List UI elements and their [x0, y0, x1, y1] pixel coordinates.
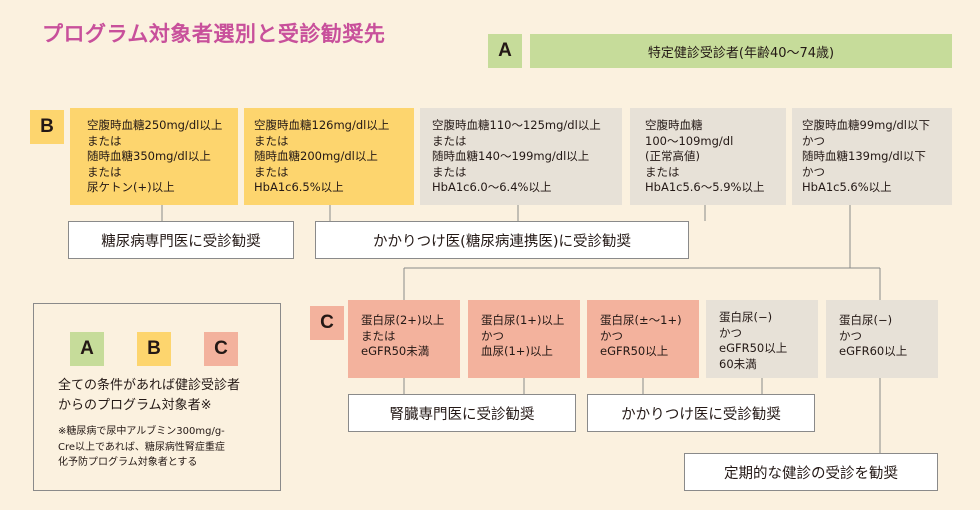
c-outcome-nephrologist: 腎臓専門医に受診勧奨 [348, 394, 576, 432]
c-criteria-2: 蛋白尿(1+)以上 かつ 血尿(1+)以上 [468, 300, 580, 378]
criteria-line: 100〜109mg/dl [645, 133, 734, 148]
criteria-line: 60未満 [719, 356, 757, 371]
criteria-line: 尿ケトン(+)以上 [87, 180, 175, 194]
c-criteria-3: 蛋白尿(±〜1+) かつ eGFR50以上 [587, 300, 699, 378]
criteria-line: かつ [839, 328, 862, 343]
criteria-line: かつ [481, 328, 504, 343]
criteria-line: 空腹時血糖110〜125mg/dl以上 [432, 118, 601, 132]
criteria-line: または [87, 133, 122, 148]
criteria-line: かつ [719, 325, 742, 340]
criteria-line: かつ [600, 328, 623, 343]
criteria-line: または [254, 133, 289, 148]
label-b: B [30, 110, 64, 144]
criteria-line: 空腹時血糖250mg/dl以上 [87, 118, 223, 132]
criteria-line: または [361, 328, 396, 343]
legend-label-a: A [70, 332, 104, 366]
legend-note-line: Cre以上であれば、糖尿病性腎症重症 [58, 441, 225, 453]
criteria-line: 随時血糖350mg/dl以上 [87, 149, 211, 163]
label-c: C [310, 306, 344, 340]
criteria-line: または [87, 164, 122, 179]
criteria-line: 蛋白尿(1+)以上 [481, 313, 565, 327]
legend-note: ※糖尿病で尿中アルブミン300mg/g- Cre以上であれば、糖尿病性腎症重症 … [58, 424, 225, 471]
criteria-line: 蛋白尿(−) [839, 313, 893, 327]
criteria-line: 血尿(1+)以上 [481, 344, 553, 358]
c-criteria-1: 蛋白尿(2+)以上 または eGFR50未満 [348, 300, 460, 378]
label-a: A [488, 34, 522, 68]
criteria-line: または [432, 164, 467, 179]
criteria-line: 蛋白尿(−) [719, 310, 773, 324]
b-outcome-family-doctor: かかりつけ医(糖尿病連携医)に受診勧奨 [315, 221, 689, 259]
criteria-line: 蛋白尿(2+)以上 [361, 313, 445, 327]
legend: A B C 全ての条件があれば健診受診者 からのプログラム対象者※ ※糖尿病で尿… [33, 303, 281, 491]
criteria-line: 随時血糖139mg/dl以下 [802, 149, 926, 163]
legend-note-line: ※糖尿病で尿中アルブミン300mg/g- [58, 426, 225, 437]
legend-label-c: C [204, 332, 238, 366]
criteria-line: 空腹時血糖126mg/dl以上 [254, 118, 390, 132]
criteria-line: かつ [802, 133, 825, 148]
legend-main-text: 全ての条件があれば健診受診者 からのプログラム対象者※ [58, 376, 240, 416]
b-criteria-1: 空腹時血糖250mg/dl以上 または 随時血糖350mg/dl以上 または 尿… [70, 108, 238, 205]
criteria-line: 空腹時血糖 [645, 118, 703, 132]
criteria-line: HbA1c6.5%以上 [254, 180, 344, 194]
criteria-line: eGFR50以上 [600, 344, 669, 358]
criteria-line: (正常高値) [645, 149, 700, 163]
c-criteria-5: 蛋白尿(−) かつ eGFR60以上 [826, 300, 938, 378]
criteria-line: eGFR50未満 [361, 344, 430, 358]
criteria-line: 蛋白尿(±〜1+) [600, 313, 682, 327]
b-criteria-5: 空腹時血糖99mg/dl以下 かつ 随時血糖139mg/dl以下 かつ HbA1… [792, 108, 952, 205]
criteria-line: eGFR60以上 [839, 344, 908, 358]
b-outcome-specialist: 糖尿病専門医に受診勧奨 [68, 221, 294, 259]
criteria-line: eGFR50以上 [719, 341, 788, 355]
criteria-line: 随時血糖200mg/dl以上 [254, 149, 378, 163]
c-criteria-4: 蛋白尿(−) かつ eGFR50以上 60未満 [706, 300, 818, 378]
criteria-line: または [645, 164, 680, 179]
legend-main-line: からのプログラム対象者※ [58, 398, 212, 413]
criteria-line: かつ [802, 164, 825, 179]
criteria-line: または [254, 164, 289, 179]
c-outcome-family-doctor: かかりつけ医に受診勧奨 [587, 394, 815, 432]
c-outcome-regular-checkup: 定期的な健診の受診を勧奨 [684, 453, 938, 491]
criteria-line: 空腹時血糖99mg/dl以下 [802, 118, 931, 132]
b-criteria-3: 空腹時血糖110〜125mg/dl以上 または 随時血糖140〜199mg/dl… [420, 108, 622, 205]
criteria-line: HbA1c5.6%以上 [802, 180, 892, 194]
criteria-line: または [432, 133, 467, 148]
criteria-line: HbA1c6.0〜6.4%以上 [432, 180, 552, 194]
target-bar: 特定健診受診者(年齢40〜74歳) [530, 34, 952, 68]
criteria-line: 随時血糖140〜199mg/dl以上 [432, 149, 590, 163]
page-title: プログラム対象者選別と受診勧奨先 [42, 22, 386, 46]
criteria-line: HbA1c5.6〜5.9%以上 [645, 180, 765, 194]
legend-note-line: 化予防プログラム対象者とする [58, 457, 198, 468]
b-criteria-4: 空腹時血糖 100〜109mg/dl (正常高値) または HbA1c5.6〜5… [630, 108, 786, 205]
legend-main-line: 全ての条件があれば健診受診者 [58, 378, 241, 393]
legend-label-b: B [137, 332, 171, 366]
b-criteria-2: 空腹時血糖126mg/dl以上 または 随時血糖200mg/dl以上 または H… [244, 108, 414, 205]
